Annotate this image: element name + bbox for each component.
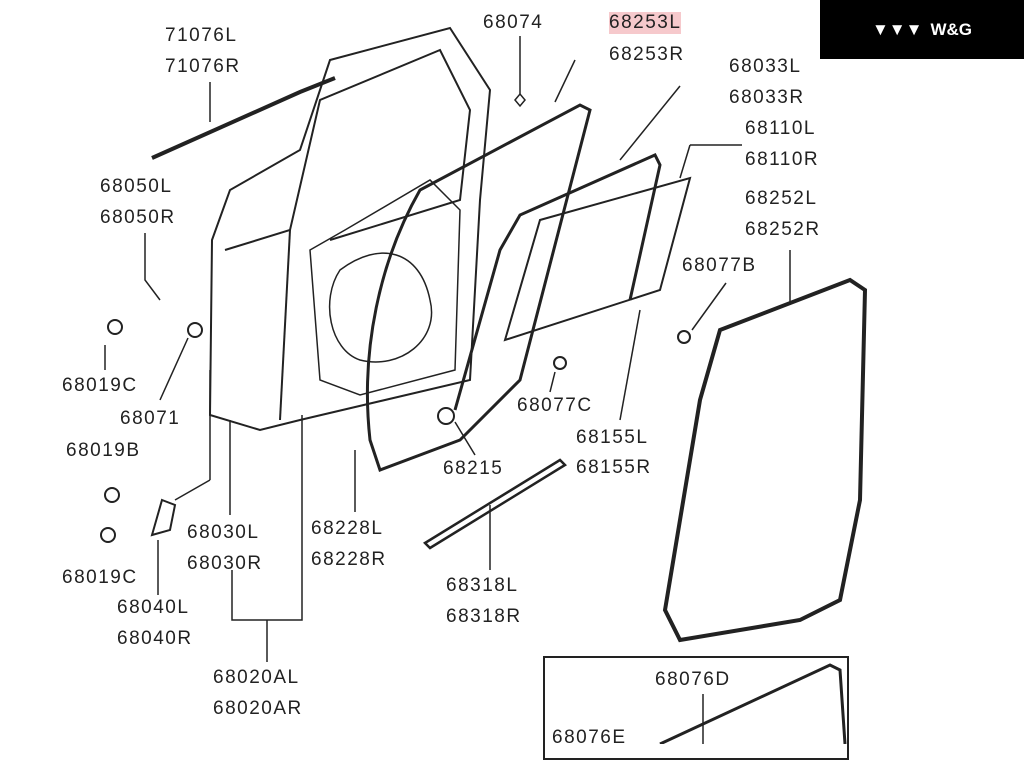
part-label: 68318L (446, 575, 519, 596)
part-label: 68050L (100, 176, 173, 197)
part-label: 68030R (187, 553, 263, 574)
part-label: 68033R (729, 87, 805, 108)
part-label: 68077B (682, 255, 757, 276)
part-label: 68040R (117, 628, 193, 649)
part-label: 71076L (165, 25, 238, 46)
part-label: 68019C (62, 567, 138, 588)
part-label: 68228L (311, 518, 384, 539)
part-label: 68020AL (213, 667, 300, 688)
door-weatherstrip (365, 103, 592, 472)
part-label: 68215 (443, 458, 504, 479)
brand-badge: ▼▼▼ W&G (820, 0, 1024, 59)
part-label: 68020AR (213, 698, 303, 719)
part-label: 68252L (745, 188, 818, 209)
part-label: 68040L (117, 597, 190, 618)
part-label: 68077C (517, 395, 593, 416)
part-label: 68155L (576, 427, 649, 448)
door-parts-diagram (100, 26, 868, 744)
door-shell (208, 26, 492, 432)
part-label-highlighted: 68253L (609, 12, 682, 34)
part-label: 68228R (311, 549, 387, 570)
part-label: 71076R (165, 56, 241, 77)
brand-name: W&G (930, 19, 973, 39)
door-glass (503, 176, 692, 342)
part-label: 68050R (100, 207, 176, 228)
body-weatherstrip (662, 277, 868, 643)
part-label: 68253R (609, 44, 685, 65)
part-label: 68318R (446, 606, 522, 627)
roof-moulding (151, 76, 336, 160)
part-label: 68155R (576, 457, 652, 478)
part-label: 68033L (729, 56, 802, 77)
part-label: 68030L (187, 522, 260, 543)
part-label: 68019B (66, 440, 141, 461)
part-label: 68110R (745, 149, 820, 170)
part-label: 68110L (745, 118, 816, 139)
part-label: 68252R (745, 219, 821, 240)
part-label: 68071 (120, 408, 181, 429)
part-label: 68076D (655, 669, 731, 690)
part-label: 68019C (62, 375, 138, 396)
part-label: 68076E (552, 727, 627, 748)
part-label: 68074 (483, 12, 544, 33)
triangles-logo-icon: ▼▼▼ (871, 19, 923, 39)
